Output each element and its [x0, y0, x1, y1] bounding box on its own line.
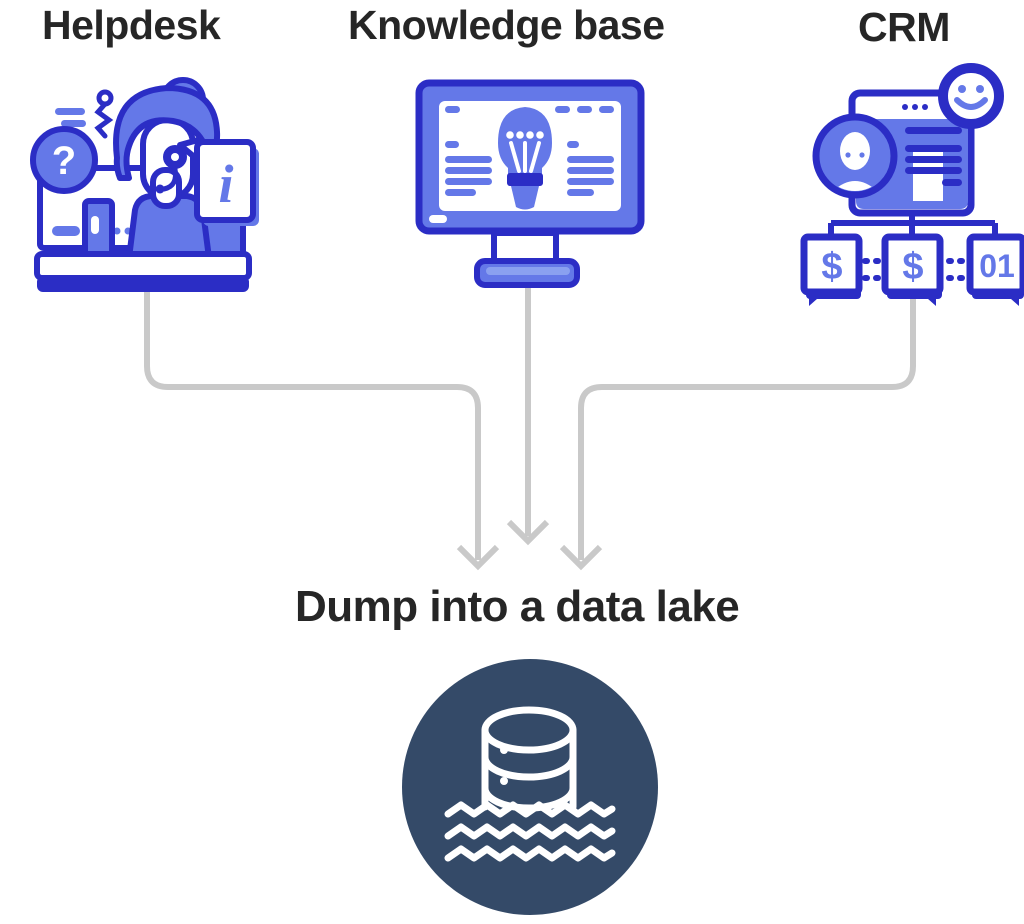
crm-customer-icon: $ $ 01 — [800, 63, 1024, 306]
avatar — [812, 113, 898, 199]
arrow-down-icon — [559, 544, 603, 571]
tree-connector — [828, 211, 998, 239]
question-bubble: ? — [30, 126, 98, 194]
arrow-down-icon — [506, 519, 550, 546]
helpdesk-connector — [144, 280, 500, 571]
motion-dash-icon — [61, 120, 86, 127]
knowledge-base-monitor-icon — [415, 79, 645, 288]
dollar-tag-middle: $ — [881, 233, 944, 306]
destination-label: Dump into a data lake — [295, 582, 740, 631]
wave-lines — [444, 801, 616, 862]
data-lake-icon — [402, 659, 658, 915]
knowledge-base-connector — [506, 278, 550, 546]
crm-connector — [559, 285, 916, 571]
dollar-glyph: $ — [902, 246, 923, 288]
smiley-icon — [938, 63, 1004, 129]
question-mark: ? — [52, 139, 76, 183]
data-flow-dashes — [862, 258, 965, 281]
binary-tag: 01 — [966, 233, 1024, 306]
source-label-helpdesk: Helpdesk — [42, 2, 221, 48]
helpdesk-agent-icon: ? i — [30, 77, 259, 292]
lake-circle — [402, 659, 658, 915]
binary-glyph: 01 — [979, 248, 1015, 284]
hairpin-icon — [94, 89, 114, 139]
info-bubble: i — [177, 137, 259, 226]
screen-text-lines — [445, 106, 614, 196]
source-label-crm: CRM — [858, 4, 950, 50]
arrow-down-icon — [456, 544, 500, 571]
lightbulb-icon — [498, 107, 552, 210]
info-glyph: i — [218, 154, 233, 214]
desk — [34, 251, 252, 292]
motion-dash-icon — [55, 108, 85, 115]
headset-icon — [155, 145, 187, 194]
dollar-tag-left: $ — [800, 233, 863, 306]
source-label-knowledge-base: Knowledge base — [348, 2, 665, 48]
card-text-lines — [905, 127, 962, 186]
dollar-glyph: $ — [821, 246, 842, 288]
